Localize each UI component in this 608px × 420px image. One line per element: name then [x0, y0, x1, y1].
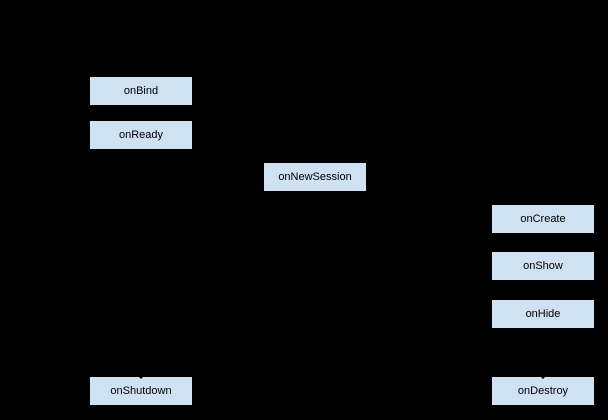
- node-onnewsession: onNewSession: [263, 162, 367, 192]
- node-onshutdown-label: onShutdown: [110, 384, 172, 397]
- node-onshow-label: onShow: [523, 259, 563, 272]
- node-ondestroy-label: onDestroy: [517, 384, 569, 397]
- arrowhead-icon: [540, 376, 546, 379]
- node-onshutdown: onShutdown: [89, 376, 193, 406]
- node-onready: onReady: [89, 120, 193, 150]
- node-onhide: onHide: [491, 299, 595, 329]
- node-ondestroy: onDestroy: [491, 376, 595, 406]
- node-oncreate: onCreate: [491, 204, 595, 234]
- node-onshow: onShow: [491, 251, 595, 281]
- node-onhide-label: onHide: [525, 307, 561, 320]
- node-onnewsession-label: onNewSession: [278, 170, 352, 183]
- arrowhead-icon: [138, 376, 144, 379]
- node-onbind: onBind: [89, 76, 193, 106]
- node-onbind-label: onBind: [123, 84, 159, 97]
- node-onready-label: onReady: [118, 128, 164, 141]
- node-oncreate-label: onCreate: [520, 212, 566, 225]
